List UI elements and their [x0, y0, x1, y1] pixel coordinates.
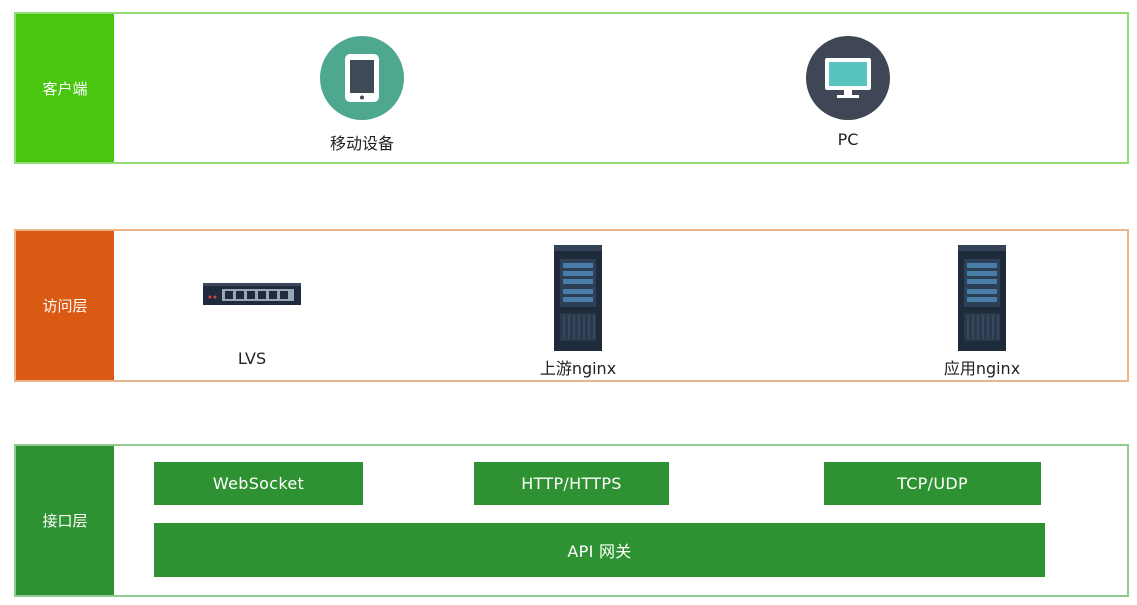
pc-label: PC [837, 130, 859, 149]
network-switch-icon [203, 283, 301, 305]
tcp-udp-box: TCP/UDP [824, 462, 1041, 505]
http-https-box: HTTP/HTTPS [474, 462, 669, 505]
websocket-box: WebSocket [154, 462, 363, 505]
pc-item: PC [788, 36, 908, 149]
lvs-item: LVS [202, 283, 302, 368]
access-layer-title: 访问层 [42, 297, 88, 315]
access-layer-label: 访问层 [16, 231, 114, 380]
upstream-nginx-label: 上游nginx [539, 359, 617, 378]
client-layer-label: 客户端 [16, 14, 114, 162]
interface-layer-label: 接口层 [16, 446, 114, 595]
client-layer-title: 客户端 [42, 79, 88, 98]
tablet-icon [320, 36, 404, 120]
upstream-nginx-item: 上游nginx [518, 245, 638, 379]
app-nginx-item: 应用nginx [922, 245, 1042, 379]
api-gateway-box: API 网关 [154, 523, 1045, 577]
mobile-device-label: 移动设备 [329, 134, 394, 153]
server-rack-icon [958, 245, 1006, 351]
lvs-label: LVS [237, 349, 267, 368]
interface-layer: 接口层 WebSocket HTTP/HTTPS TCP/UDP API 网关 [14, 444, 1129, 597]
client-layer: 客户端 移动设备 PC [14, 12, 1129, 164]
monitor-icon [806, 36, 890, 120]
interface-layer-title: 接口层 [42, 512, 88, 530]
access-layer: 访问层 LVS [14, 229, 1129, 382]
app-nginx-label: 应用nginx [943, 359, 1021, 378]
server-rack-icon [554, 245, 602, 351]
mobile-device-item: 移动设备 [302, 36, 422, 154]
